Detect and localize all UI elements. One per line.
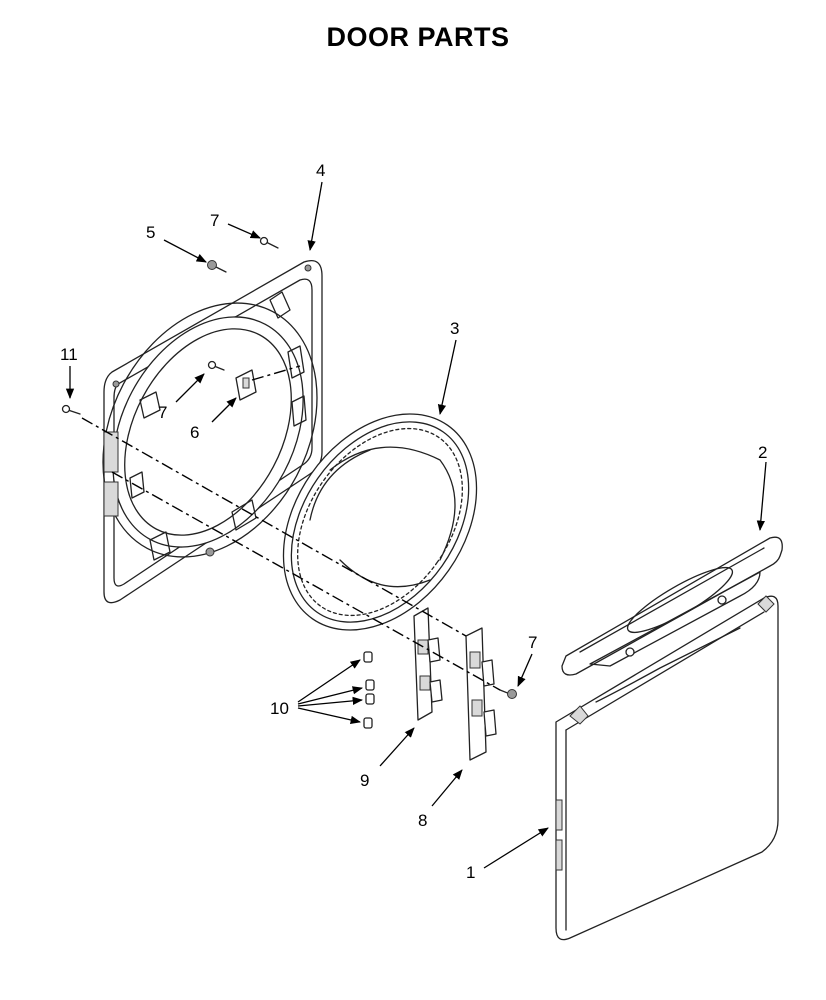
leader-2 [756, 461, 767, 532]
part-1-outer-door-panel [555, 595, 779, 941]
part-10-bushings [363, 651, 375, 729]
callout-4: 4 [316, 161, 325, 180]
leader-6 [211, 397, 237, 423]
part-7-screw-lower [499, 689, 517, 699]
part-11-screw [61, 404, 81, 415]
leader-7a [227, 223, 261, 239]
part-8-hinge [465, 627, 497, 761]
leader-10a [297, 659, 361, 703]
leader-1 [483, 827, 549, 869]
part-5-screw [207, 260, 227, 273]
callout-7-lower: 7 [528, 633, 537, 652]
part-9-hinge [413, 607, 443, 721]
callout-9: 9 [360, 771, 369, 790]
page-title: DOOR PARTS [326, 22, 510, 52]
callout-5: 5 [146, 223, 155, 242]
leader-3 [437, 339, 457, 416]
callout-11: 11 [60, 345, 78, 364]
leader-10d [297, 707, 362, 724]
part-2-door-handle [561, 536, 783, 676]
callout-8: 8 [418, 811, 427, 830]
callout-7-middle: 7 [158, 403, 167, 422]
part-7-screw-upper [259, 236, 279, 249]
callout-2: 2 [758, 443, 767, 462]
leader-10c [297, 696, 364, 707]
callout-10: 10 [270, 699, 289, 718]
part-7-screw-middle [207, 360, 225, 371]
leader-8 [431, 769, 463, 807]
part-4-inner-door-panel [102, 259, 323, 604]
assembly-line-upper [81, 417, 467, 637]
callout-1: 1 [466, 863, 475, 882]
assembly-line-lower [111, 471, 501, 691]
leader-9 [379, 727, 415, 767]
leader-7c [517, 653, 533, 687]
leader-5 [163, 239, 207, 263]
part-3-door-liner [282, 413, 478, 631]
callout-3: 3 [450, 319, 459, 338]
assembly-line-clip [251, 365, 301, 381]
callout-6: 6 [190, 423, 199, 442]
leader-7b [175, 373, 205, 403]
leader-4 [307, 181, 323, 252]
callout-7-upper: 7 [210, 211, 219, 230]
leader-10b [297, 686, 364, 705]
part-6-latch-clip [235, 369, 257, 401]
